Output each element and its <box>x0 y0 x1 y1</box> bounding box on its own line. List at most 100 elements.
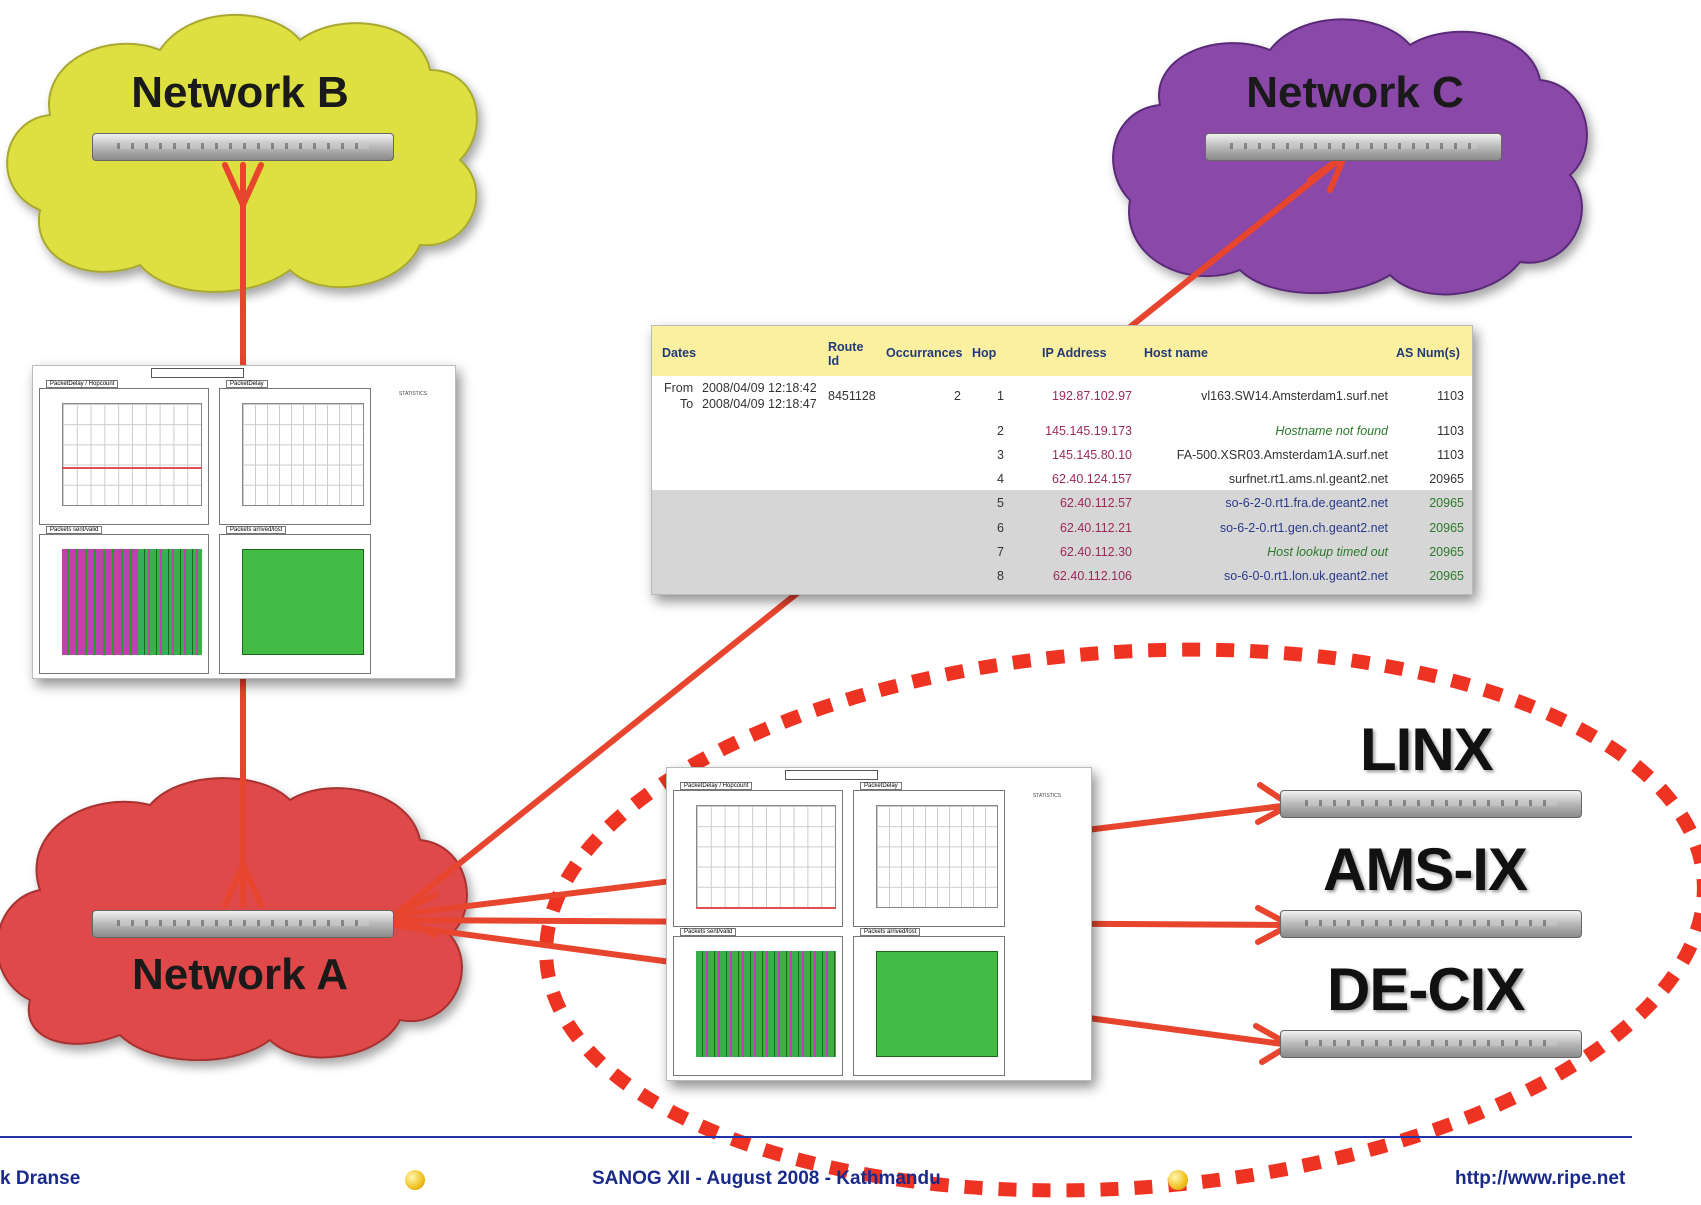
mini-grid <box>696 805 836 908</box>
stats-column: STATISTICS <box>398 391 428 397</box>
mini-sent-valid: Packets sent/valid <box>39 526 209 674</box>
host-cell: so-6-2-0.rt1.gen.ch.geant2.net <box>1219 521 1388 535</box>
occurrances-value: 2 <box>954 389 961 403</box>
col-route-id-1: Route <box>828 340 864 354</box>
footer-event: SANOG XII - August 2008 - Kathmandu <box>592 1168 941 1189</box>
label-network-c: Network C <box>1246 68 1464 117</box>
traceroute-header: Dates Route Id Occurrances Hop IP Addres… <box>652 326 1472 376</box>
table-row: 2 145.145.19.173 Hostname not found 1103 <box>652 424 1472 448</box>
footer-rule <box>0 1136 1632 1138</box>
stats-column: STATISTICS <box>1032 793 1062 799</box>
host-cell: so-6-2-0.rt1.fra.de.geant2.net <box>1225 496 1388 510</box>
as-cell: 20965 <box>1429 521 1464 535</box>
hop-cell: 1 <box>997 389 1004 403</box>
label-linx: LINX <box>1360 716 1494 783</box>
col-route-id-2: Id <box>828 354 840 368</box>
col-dates: Dates <box>662 346 697 360</box>
footer-author: k Dranse <box>0 1168 81 1189</box>
hop-cell: 2 <box>997 424 1004 438</box>
mini-bars <box>138 549 202 655</box>
label-de-cix: DE-CIX <box>1327 956 1525 1023</box>
hop-cell: 3 <box>997 448 1004 462</box>
table-row: 6 62.40.112.21 so-6-2-0.rt1.gen.ch.geant2.… <box>652 521 1472 545</box>
hop-cell: 5 <box>997 496 1004 510</box>
table-row: 5 62.40.112.57 so-6-2-0.rt1.fra.de.geant2.… <box>652 496 1472 520</box>
mini-title: Packets arrived/lost <box>860 928 921 936</box>
graph-panel-title-bar <box>151 368 245 378</box>
traceroute-grey-band <box>652 490 1472 594</box>
router-ams-ix <box>1280 910 1582 938</box>
table-row: 1 192.87.102.97 vl163.SW14.Amsterdam1.surf… <box>652 389 1472 413</box>
as-cell: 1103 <box>1437 389 1464 403</box>
footer-url: http://www.ripe.net <box>1455 1168 1626 1189</box>
traceroute-date-block: From 2008/04/09 12:18:42 To 2008/04/09 1… <box>652 381 1472 411</box>
mini-delay-hopcount: PacketDelay / Hopcount <box>39 380 209 525</box>
mini-grid <box>876 805 998 908</box>
graph-panel-title-bar <box>785 770 879 780</box>
hop-cell: 7 <box>997 545 1004 559</box>
mini-title: Packets sent/valid <box>680 928 737 936</box>
ip-cell: 145.145.80.10 <box>1052 448 1132 462</box>
hop-cell: 6 <box>997 521 1004 535</box>
router-linx <box>1280 790 1582 818</box>
router-de-cix <box>1280 1030 1582 1058</box>
as-cell: 1103 <box>1437 448 1464 462</box>
to-date: 2008/04/09 12:18:47 <box>702 397 817 411</box>
footer-bullet-icon <box>1168 1170 1188 1190</box>
ip-cell: 62.40.112.57 <box>1059 496 1132 510</box>
mini-delay: PacketDelay <box>219 380 371 525</box>
mini-grid <box>62 403 202 506</box>
mini-title: PacketDelay / Hopcount <box>46 380 119 388</box>
table-row: 8 62.40.112.106 so-6-0-0.rt1.lon.uk.geant2… <box>652 569 1472 593</box>
ip-cell: 192.87.102.97 <box>1052 389 1132 403</box>
label-network-a: Network A <box>132 950 348 999</box>
host-cell: surfnet.rt1.ams.nl.geant2.net <box>1228 472 1388 486</box>
label-network-b: Network B <box>131 68 349 117</box>
mini-bars <box>696 951 836 1057</box>
host-cell: Hostname not found <box>1275 424 1388 438</box>
ip-cell: 62.40.112.106 <box>1052 569 1132 583</box>
mini-green-fill <box>876 951 998 1057</box>
label-ams-ix: AMS-IX <box>1323 836 1528 903</box>
col-occurrances: Occurrances <box>886 346 963 360</box>
mini-bars <box>62 549 138 655</box>
as-cell: 20965 <box>1429 472 1464 486</box>
router-network-b <box>92 133 394 161</box>
router-network-c <box>1205 133 1502 161</box>
table-row: 3 145.145.80.10 FA-500.XSR03.Amsterdam1A.s… <box>652 448 1472 472</box>
mini-green-fill <box>242 549 364 655</box>
route-id: 8451128 <box>828 389 876 403</box>
hop-cell: 8 <box>997 569 1004 583</box>
graph-panel-network-b: PacketDelay / Hopcount PacketDelay Packe… <box>32 365 456 679</box>
host-cell: vl163.SW14.Amsterdam1.surf.net <box>1201 389 1388 403</box>
mini-title: PacketDelay / Hopcount <box>680 782 753 790</box>
mini-sent-valid: Packets sent/valid <box>673 928 843 1076</box>
mini-title: Packets arrived/lost <box>226 526 287 534</box>
ixp-group-ellipse <box>539 642 1701 1198</box>
graph-panel-network-a: PacketDelay / Hopcount PacketDelay Packe… <box>666 767 1092 1081</box>
col-as: AS Num(s) <box>1396 346 1460 360</box>
traceroute-table: Dates Route Id Occurrances Hop IP Addres… <box>651 325 1473 595</box>
mini-delay: PacketDelay <box>853 782 1005 927</box>
mini-delay-line <box>62 467 202 469</box>
to-label: To <box>680 397 694 411</box>
from-date: 2008/04/09 12:18:42 <box>702 381 817 395</box>
mini-title: PacketDelay <box>226 380 268 388</box>
mini-delay-hopcount: PacketDelay / Hopcount <box>673 782 843 927</box>
host-cell: FA-500.XSR03.Amsterdam1A.surf.net <box>1176 448 1388 462</box>
col-hop: Hop <box>972 346 997 360</box>
col-host: Host name <box>1144 346 1208 360</box>
ip-cell: 145.145.19.173 <box>1045 424 1132 438</box>
ip-cell: 62.40.112.30 <box>1059 545 1132 559</box>
host-cell: Host lookup timed out <box>1267 545 1388 559</box>
as-cell: 1103 <box>1437 424 1464 438</box>
mini-arrived-lost: Packets arrived/lost <box>853 928 1005 1076</box>
as-cell: 20965 <box>1429 569 1464 583</box>
ip-cell: 62.40.112.21 <box>1059 521 1132 535</box>
from-label: From <box>664 381 694 395</box>
mini-arrived-lost: Packets arrived/lost <box>219 526 371 674</box>
footer-bullet-icon <box>405 1170 425 1190</box>
host-cell: so-6-0-0.rt1.lon.uk.geant2.net <box>1224 569 1388 583</box>
